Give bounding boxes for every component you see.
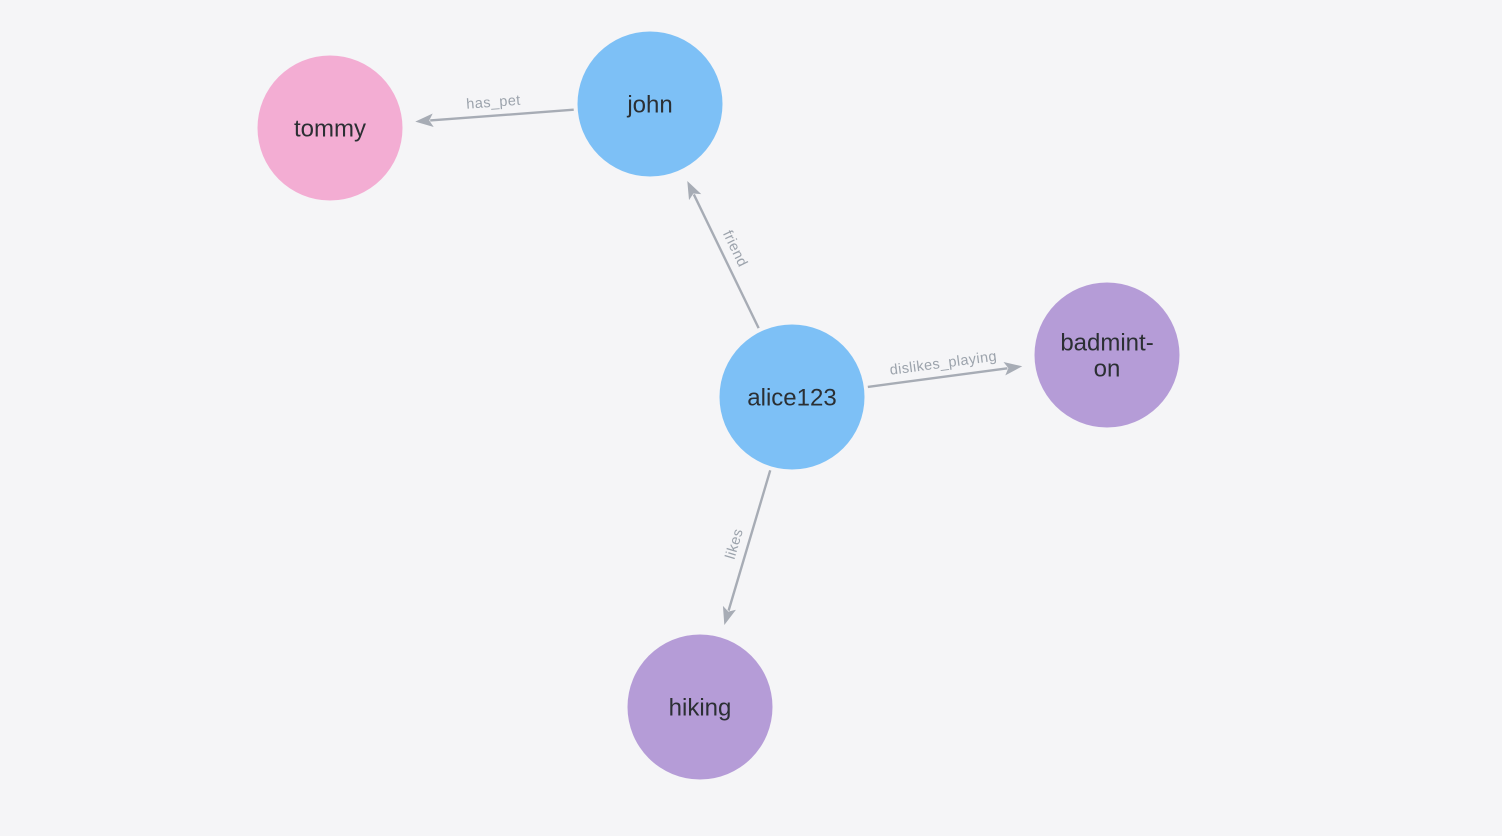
node-circle-badminton[interactable] <box>1034 282 1180 428</box>
arrowhead-icon <box>415 113 434 128</box>
graph-node-john[interactable]: john <box>577 31 723 177</box>
node-circle-hiking[interactable] <box>627 634 773 780</box>
arrowhead-icon <box>687 180 702 201</box>
graph-node-alice123[interactable]: alice123 <box>719 324 865 470</box>
edge-label-likes: likes <box>723 527 747 561</box>
arrowhead-icon <box>1003 361 1023 376</box>
edge-likes[interactable]: likes <box>718 469 772 627</box>
graph-node-hiking[interactable]: hiking <box>627 634 773 780</box>
node-circle-john[interactable] <box>577 31 723 177</box>
edge-has_pet[interactable]: has_pet <box>415 93 574 129</box>
arrowhead-icon <box>722 605 736 626</box>
graph-node-tommy[interactable]: tommy <box>257 55 403 201</box>
node-circle-tommy[interactable] <box>257 55 403 201</box>
edge-label-has_pet: has_pet <box>466 93 521 113</box>
edge-label-friend: friend <box>719 228 750 270</box>
edge-dislikes_playing[interactable]: dislikes_playing <box>867 349 1023 389</box>
node-circle-alice123[interactable] <box>719 324 865 470</box>
edge-line-has_pet[interactable] <box>430 108 574 122</box>
edge-line-dislikes_playing[interactable] <box>867 367 1008 389</box>
edge-line-likes[interactable] <box>727 469 772 611</box>
graph-node-badminton[interactable]: badmint-on <box>1034 282 1180 428</box>
edge-label-dislikes_playing: dislikes_playing <box>889 349 998 379</box>
edge-line-friend[interactable] <box>692 193 760 329</box>
edge-friend[interactable]: friend <box>681 178 760 329</box>
